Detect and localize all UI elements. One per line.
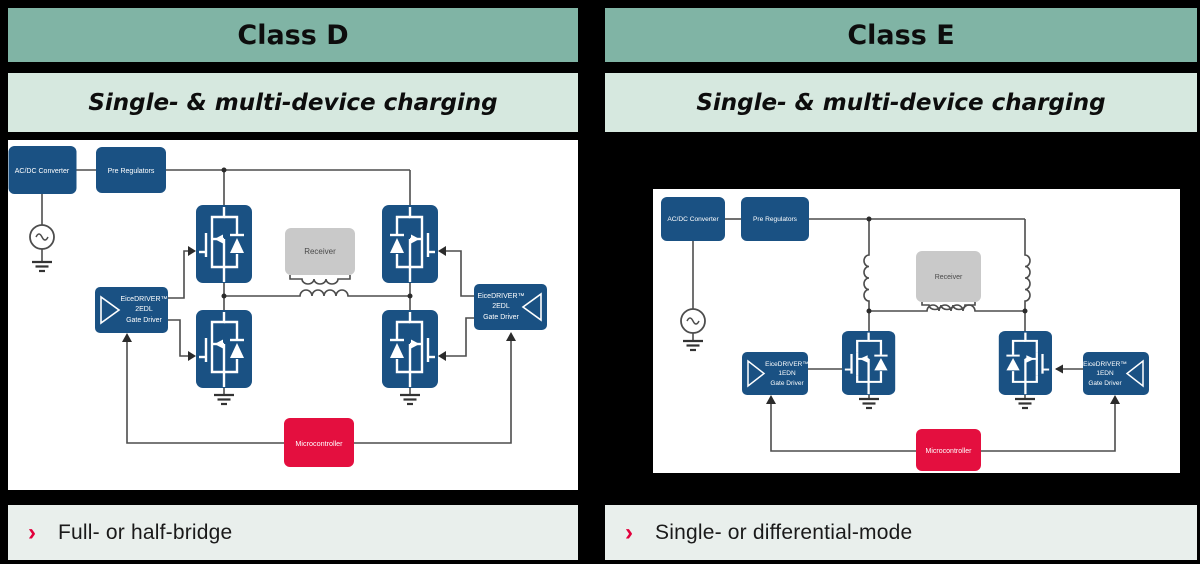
ground-icon (398, 393, 422, 406)
bullet-item: › Full- or half-bridge (8, 505, 578, 560)
acdc-converter-box: AC/DC Converter (8, 146, 77, 194)
bullet-text: Full- or half-bridge (58, 520, 233, 544)
panel-subtitle: Single- & multi-device charging (696, 89, 1106, 116)
gate-driver-left-box: EiceDRIVER™ 2EDL Gate Driver (95, 287, 168, 333)
class-e-schematic-area: AC/DC Converter Pre Regulators Receiver … (605, 140, 1197, 490)
bullet-item: › Single- or differential-mode (605, 505, 1197, 560)
buffer-triangle-icon (1125, 359, 1144, 388)
panel-subtitle-bar: Single- & multi-device charging (8, 73, 578, 132)
buffer-triangle-icon (100, 295, 121, 325)
driver-label: EiceDRIVER™ (1083, 361, 1127, 368)
mcu-label: Microcontroller (926, 448, 973, 455)
class-e-schematic: AC/DC Converter Pre Regulators Receiver … (653, 189, 1180, 473)
driver-label: 2EDL (492, 303, 510, 310)
receiver-label: Receiver (304, 247, 336, 256)
ac-source-icon (680, 308, 706, 334)
junction-dots (866, 216, 1028, 314)
ground-icon (681, 339, 705, 352)
driver-label: 1EDN (1096, 370, 1114, 377)
ground-icon (30, 260, 54, 273)
bullet-text: Single- or differential-mode (655, 520, 913, 544)
chevron-icon: › (625, 518, 633, 546)
receiver-label: Receiver (935, 274, 963, 281)
wires (692, 218, 1116, 452)
mosfet-bottom-left (194, 308, 254, 390)
receiver-box: Receiver (916, 251, 981, 302)
mosfet-left (840, 329, 897, 397)
acdc-converter-box: AC/DC Converter (661, 197, 725, 241)
panel-class-e: Class E Single- & multi-device charging (605, 0, 1197, 564)
microcontroller-box: Microcontroller (284, 418, 354, 467)
microcontroller-box: Microcontroller (916, 429, 981, 471)
pre-regulators-box: Pre Regulators (96, 147, 166, 193)
panel-subtitle: Single- & multi-device charging (88, 89, 498, 116)
buffer-triangle-icon (747, 359, 766, 388)
prereg-label: Pre Regulators (108, 168, 155, 175)
ground-icon (212, 393, 236, 406)
driver-label: EiceDRIVER™ (477, 293, 524, 300)
driver-label: Gate Driver (126, 317, 162, 324)
panel-class-d: Class D Single- & multi-device charging (8, 0, 578, 564)
mosfet-top-left (194, 203, 254, 285)
driver-label: Gate Driver (770, 380, 804, 387)
acdc-label: AC/DC Converter (15, 168, 70, 175)
ground-icon (857, 397, 881, 410)
ground-icon (1013, 397, 1037, 410)
gate-driver-right-box: EiceDRIVER™ 2EDL Gate Driver (474, 284, 547, 330)
panel-title: Class E (847, 19, 955, 51)
gate-driver-left-box: EiceDRIVER™ 1EDN Gate Driver (742, 352, 809, 395)
prereg-label: Pre Regulators (753, 216, 798, 223)
acdc-label: AC/DC Converter (667, 216, 719, 223)
panel-subtitle-bar: Single- & multi-device charging (605, 73, 1197, 132)
panel-header: Class E (605, 8, 1197, 62)
driver-label: 1EDN (778, 370, 796, 377)
driver-label: EiceDRIVER™ (765, 361, 809, 368)
mosfet-right (997, 329, 1054, 397)
arrowheads (122, 246, 516, 361)
driver-label: Gate Driver (1088, 380, 1122, 387)
mcu-label: Microcontroller (295, 439, 343, 448)
transformer-primary-coil (224, 289, 410, 297)
panel-header: Class D (8, 8, 578, 62)
gate-driver-right-box: EiceDRIVER™ 1EDN Gate Driver (1083, 352, 1149, 395)
arrowheads (766, 364, 1120, 404)
mosfet-bottom-right (380, 308, 440, 390)
pre-regulators-box: Pre Regulators (741, 197, 809, 241)
transformer-secondary-coil (921, 302, 976, 311)
right-coil (1024, 219, 1031, 311)
driver-label: EiceDRIVER™ (120, 296, 167, 303)
receiver-box: Receiver (285, 228, 355, 275)
mosfet-top-right (380, 203, 440, 285)
left-coil (863, 219, 870, 311)
chevron-icon: › (28, 518, 36, 546)
wires (41, 169, 512, 444)
driver-label: Gate Driver (483, 314, 519, 321)
buffer-triangle-icon (521, 292, 542, 322)
transformer-secondary-coil (289, 275, 351, 285)
driver-label: 2EDL (135, 306, 153, 313)
ac-source-icon (29, 224, 55, 250)
panel-title: Class D (237, 19, 349, 51)
class-d-schematic: AC/DC Converter Pre Regulators Receiver … (8, 140, 578, 490)
junction-dots (221, 167, 413, 299)
